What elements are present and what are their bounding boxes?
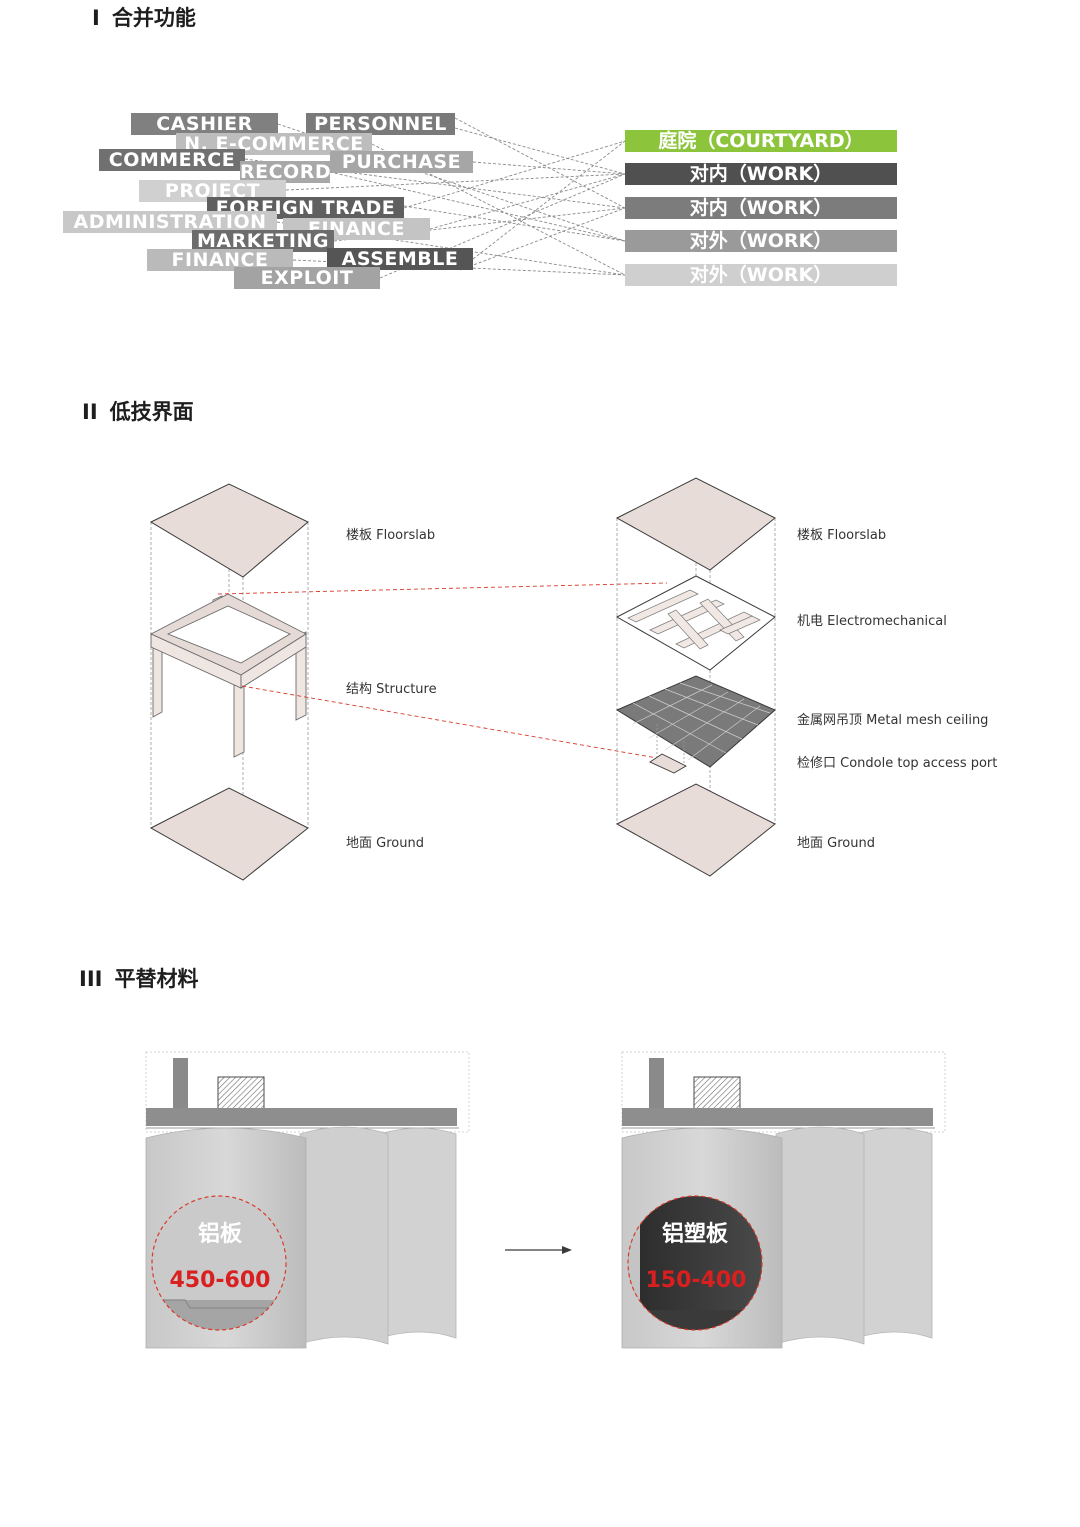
function-tag-project: PROJECT [139,180,286,202]
section-title-text: 合并功能 [111,6,196,30]
right-material-name: 铝塑板 [661,1222,728,1247]
function-tag-marketing: MARKETING [192,230,334,252]
left-ground [149,787,309,881]
label-right-floorslab: 楼板 Floorslab [797,528,887,543]
left-material-name: 铝板 [197,1222,242,1247]
section-title-3: III 平替材料 [79,963,198,993]
left-assembly [149,483,309,881]
right-material-range: 150-400 [645,1268,747,1293]
right-electromechanical [615,575,776,671]
target-work-external-2: 对外（WORK） [625,264,897,286]
section-title-text: 低技界面 [109,400,194,424]
function-tag-assemble: ASSEMBLE [327,248,473,270]
function-tag-purchase: PURCHASE [330,151,473,173]
left-floorslab [149,483,309,578]
right-floorslab [615,477,776,571]
target-courtyard: 庭院（COURTYARD） [625,130,897,152]
section-number: III [79,967,103,991]
label-left-floorslab: 楼板 Floorslab [346,528,436,543]
arrow-icon [505,1246,572,1254]
label-right-ground: 地面 Ground [797,836,875,851]
connector-lines [217,582,668,759]
label-left-structure: 结构 Structure [346,682,437,697]
right-material-panel [621,1051,946,1349]
function-tag-administration: ADMINISTRATION [63,211,277,233]
left-structure [149,593,307,758]
section-title-2: II 低技界面 [82,396,194,426]
section-number: I [92,6,100,30]
right-access-port [649,724,687,774]
function-tag-personnel: PERSONNEL [306,113,455,135]
section-number: II [82,400,98,424]
function-tag-commerce: COMMERCE [99,149,245,171]
section-title-1: I 合并功能 [92,2,196,32]
function-tag-cashier: CASHIER [131,113,278,135]
label-right-access-port: 检修口 Condole top access port [797,756,998,771]
function-tag-record: RECORD [240,161,330,183]
left-material-panel [145,1051,470,1349]
function-tag-finance-2: FINANCE [147,249,293,271]
label-right-electromechanical: 机电 Electromechanical [797,614,947,629]
target-work-external-1: 对外（WORK） [625,230,897,252]
label-left-ground: 地面 Ground [346,836,424,851]
target-work-internal-2: 对内（WORK） [625,197,897,219]
function-tag-exploit: EXPLOIT [234,267,380,289]
label-right-metal-mesh-ceiling: 金属网吊顶 Metal mesh ceiling [797,713,989,728]
right-assembly [615,477,776,877]
right-metal-mesh-ceiling [615,675,776,768]
target-work-internal-1: 对内（WORK） [625,163,897,185]
right-ground [615,783,776,877]
section-title-text: 平替材料 [114,967,199,991]
left-material-range: 450-600 [169,1268,271,1293]
